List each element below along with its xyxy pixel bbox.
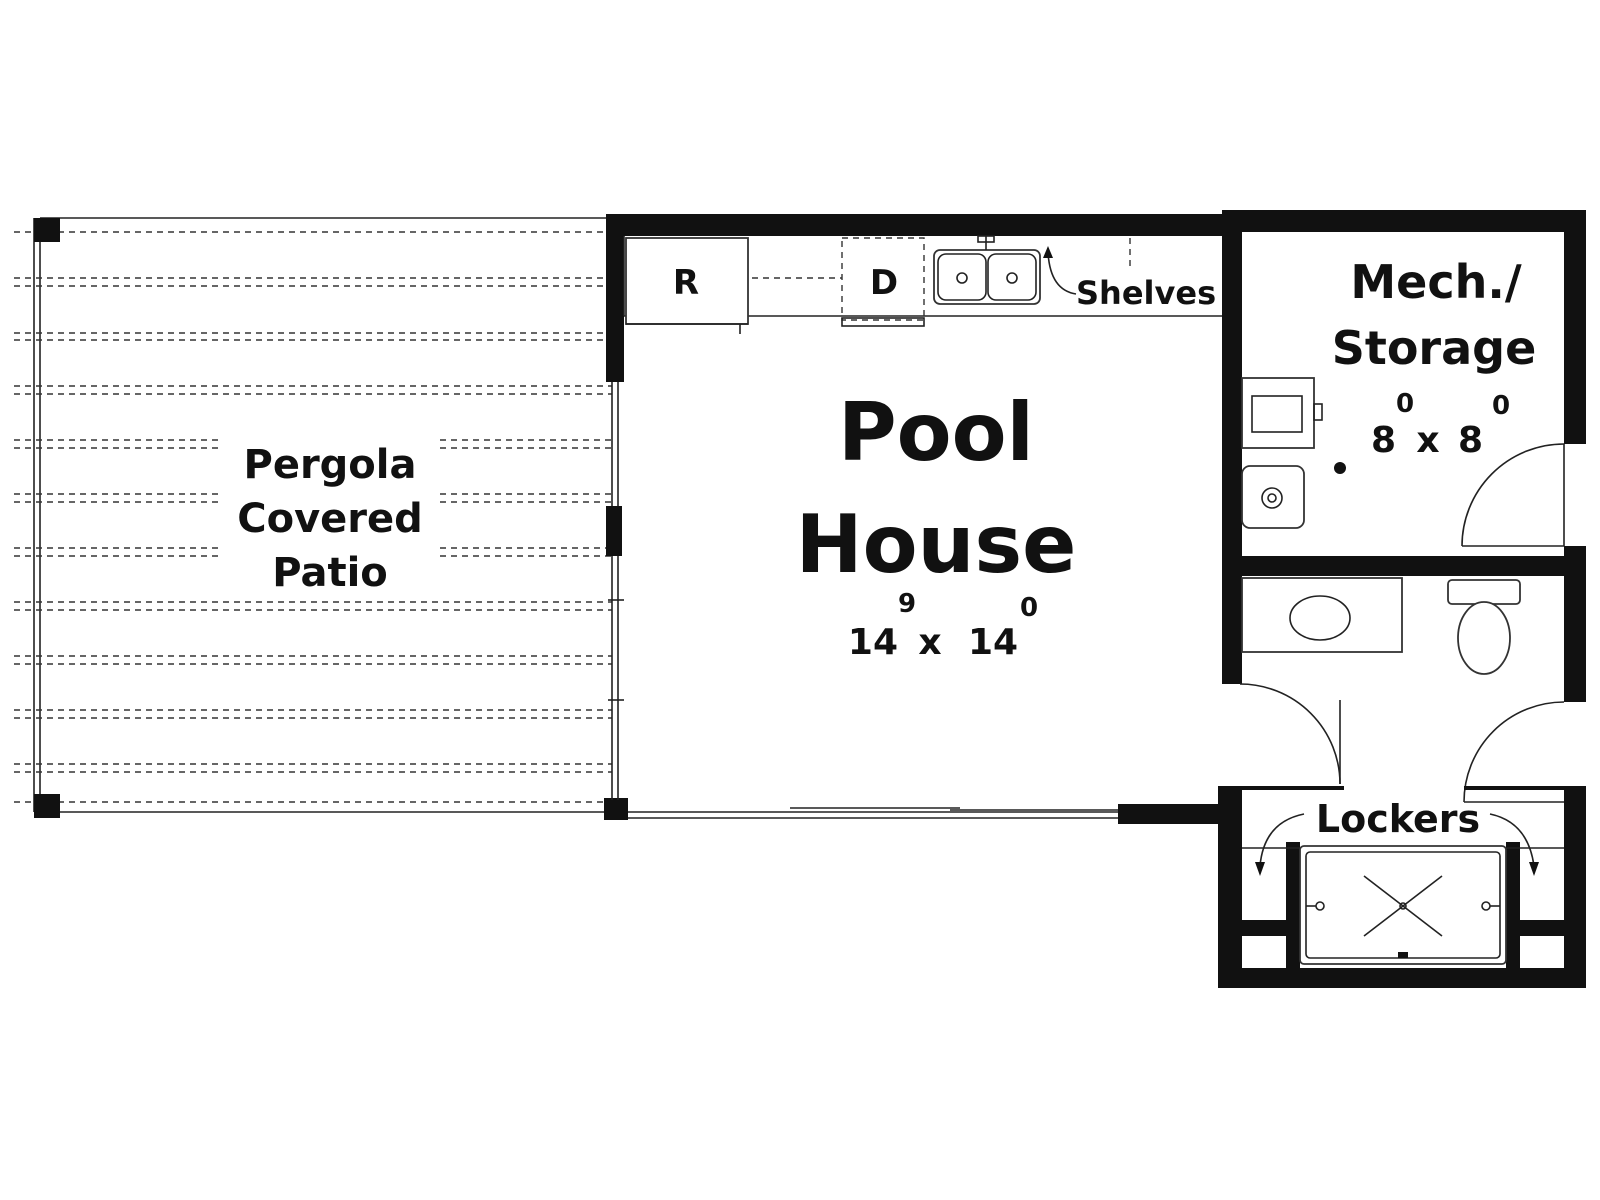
furnace: [1241, 377, 1323, 449]
water-heater: [1241, 465, 1305, 529]
bathroom: [1239, 577, 1565, 803]
dishwasher-label: D: [870, 263, 898, 303]
vanity: [1241, 577, 1403, 653]
pool-house-dimensions: 14 9 x 14 0: [848, 589, 1038, 663]
mech-depth: 8: [1458, 420, 1483, 461]
lockers-label: Lockers: [1316, 797, 1480, 841]
locker-arrows: [1255, 813, 1539, 876]
double-sink: [933, 235, 1041, 305]
pergola-post: [604, 798, 628, 820]
pool-house-width-inches: 9: [898, 589, 916, 619]
mech-depth-inches: 0: [1492, 391, 1510, 421]
mech-label-line2: Storage: [1332, 321, 1537, 375]
refrigerator-label: R: [673, 263, 699, 303]
pool-house-dim-separator: x: [918, 622, 941, 663]
shower: [1299, 845, 1507, 965]
pool-house-left-openings: [608, 382, 624, 800]
pergola-post: [34, 218, 60, 242]
refrigerator: [625, 237, 749, 325]
mech-door: [1461, 443, 1565, 547]
dishwasher: [841, 237, 925, 321]
patio-label-line1: Pergola: [244, 442, 417, 488]
pool-house-label-line1: Pool: [838, 386, 1034, 479]
floor-drain: [1334, 462, 1346, 474]
mech-width-inches: 0: [1396, 389, 1414, 419]
pool-house-width: 14: [848, 622, 898, 663]
mech-label-line1: Mech./: [1350, 255, 1521, 309]
toilet: [1447, 579, 1521, 675]
shelves-arrow: [1047, 251, 1077, 295]
pool-house-depth-inches: 0: [1020, 593, 1038, 623]
pool-house-label-line2: House: [796, 498, 1077, 591]
mech-dim-separator: x: [1416, 420, 1439, 461]
shelves-label: Shelves: [1076, 274, 1216, 312]
mech-storage-walls: [1222, 210, 1586, 702]
patio-label-line3: Patio: [272, 550, 388, 596]
lockers-walls: [1218, 786, 1586, 988]
mech-dimensions: 8 0 x 8 0: [1371, 389, 1510, 461]
pergola-patio: Pergola Covered Patio: [14, 217, 628, 820]
pergola-rafters: [14, 231, 612, 803]
pool-house-walls: [606, 214, 1226, 824]
pool-house-depth: 14: [968, 622, 1018, 663]
pergola-post: [34, 794, 60, 818]
patio-label-line2: Covered: [237, 496, 423, 542]
mech-width: 8: [1371, 420, 1396, 461]
pool-house-bottom-openings: [628, 807, 1118, 819]
kitchenette: R D Shelves: [623, 235, 1222, 334]
